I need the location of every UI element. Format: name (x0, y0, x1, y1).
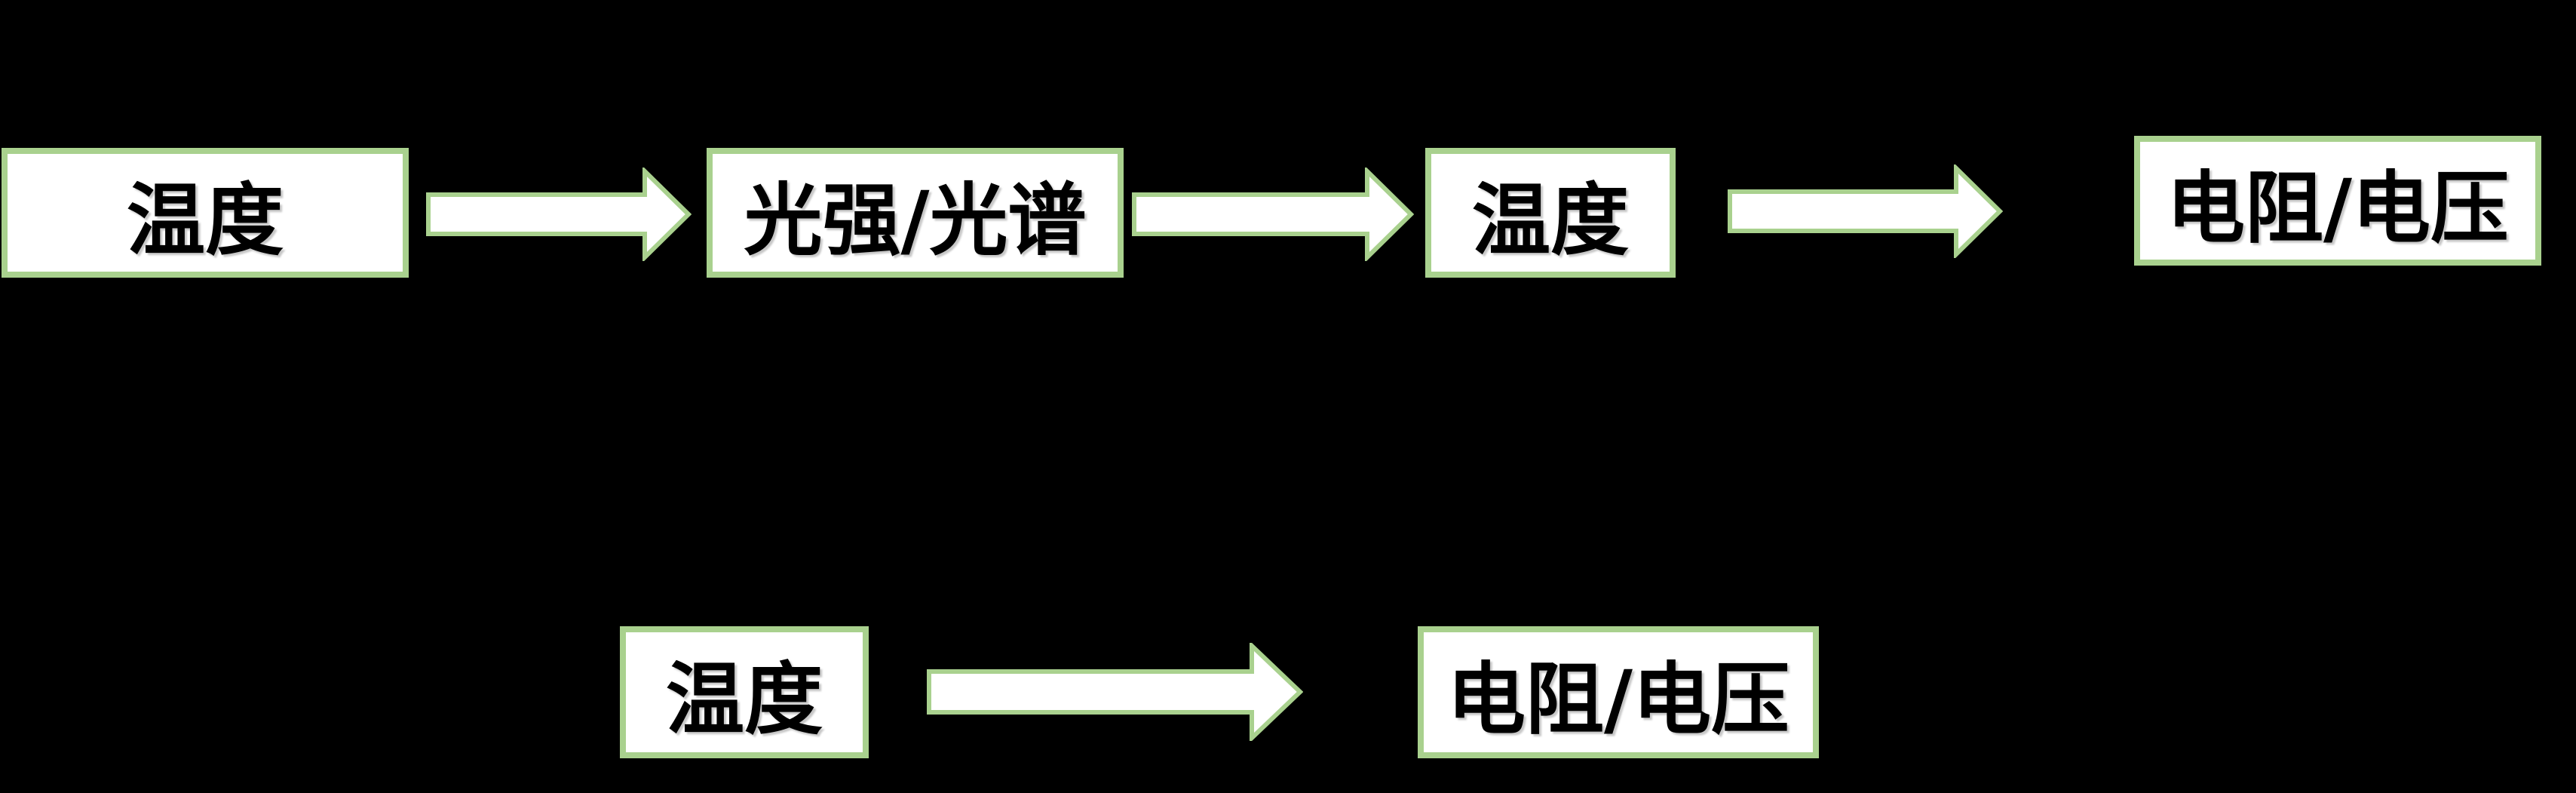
node-resistance-voltage-bottom: 电阻/电压 (1418, 626, 1819, 758)
node-temperature-top: 温度 (2, 148, 409, 278)
node-resistance-voltage-top: 电阻/电压 (2134, 136, 2541, 266)
node-light-intensity-spectrum: 光强/光谱 (707, 148, 1124, 278)
node-temperature-bottom: 温度 (620, 626, 869, 758)
flow-arrow-2-icon (1132, 168, 1414, 261)
flow-arrow-4-icon (927, 643, 1303, 741)
flow-arrow-3-icon (1728, 164, 2003, 258)
flow-arrow-1-icon (426, 168, 692, 261)
node-temperature-mid: 温度 (1425, 148, 1676, 278)
